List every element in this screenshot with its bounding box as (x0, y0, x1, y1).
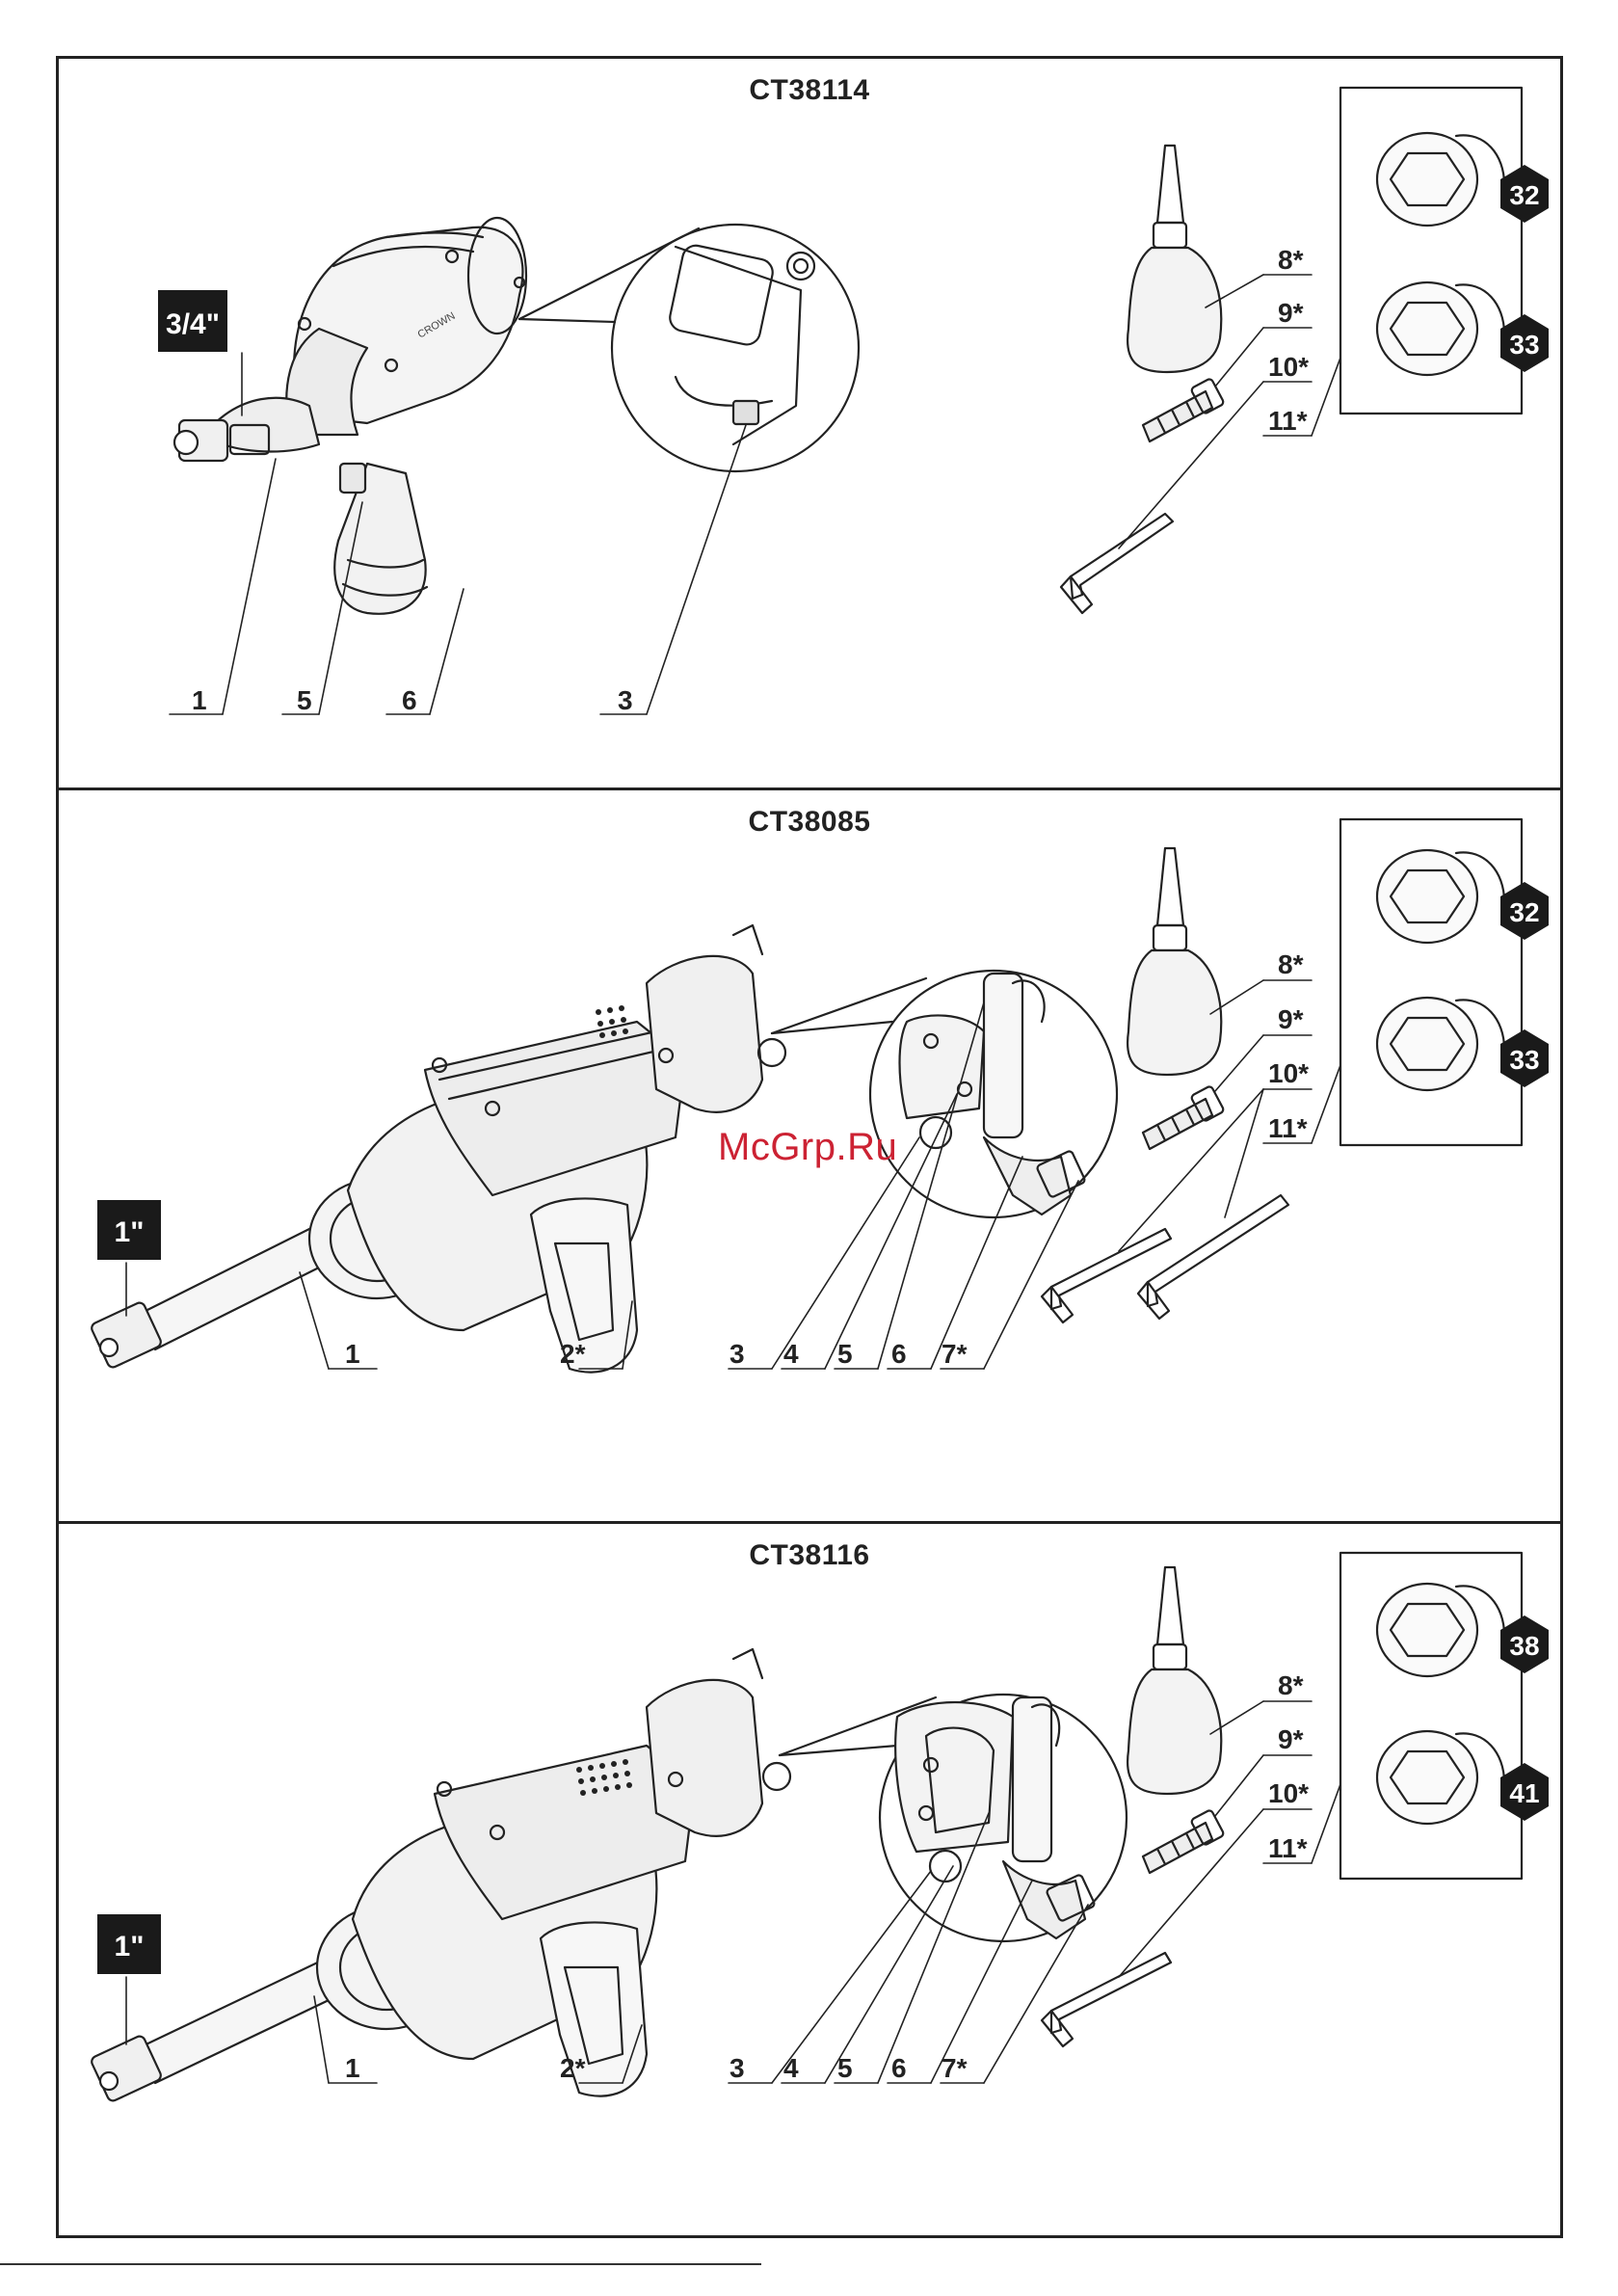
socket-size-label: 38 (1509, 1631, 1539, 1661)
callout-label: 4 (783, 1339, 799, 1369)
callout-label: 3 (729, 1339, 745, 1369)
accessory-label: 8* (1278, 949, 1304, 979)
panel-ct38116: CT38116 (59, 1524, 1560, 2235)
accessory-label: 9* (1278, 1724, 1304, 1754)
impact-socket-icon (1377, 850, 1504, 1090)
callout-label: 6 (891, 1339, 907, 1369)
callout-label: 6 (402, 685, 417, 715)
callout-label: 2* (560, 2053, 586, 2083)
callout-label: 5 (297, 685, 312, 715)
socket-size-label: 32 (1509, 897, 1539, 927)
impact-socket-icon (1377, 1584, 1504, 1824)
footer-rule (0, 2263, 761, 2265)
panel-ct38114: CT38114 (59, 59, 1560, 788)
callout-label: 3 (618, 685, 633, 715)
callout-label: 2* (560, 1339, 586, 1369)
callout-label: 5 (837, 2053, 853, 2083)
accessory-label: 11* (1268, 1113, 1308, 1143)
oil-bottle-icon (1127, 1567, 1221, 1794)
accessory-label: 9* (1278, 298, 1304, 328)
callout-label: 7* (942, 2053, 968, 2083)
drive-size-label: 1" (115, 1931, 145, 1962)
accessory-label: 10* (1268, 1058, 1309, 1088)
detail-zoom-circle-icon (780, 1695, 1127, 1941)
impact-socket-icon (1377, 133, 1504, 375)
hex-key-icon (1061, 514, 1173, 613)
hex-key-icon (1042, 1195, 1288, 1322)
accessory-label: 9* (1278, 1004, 1304, 1034)
impact-wrench-icon (174, 218, 526, 614)
detail-zoom-circle-icon (772, 971, 1117, 1217)
oil-bottle-icon (1127, 848, 1221, 1075)
air-fitting-icon (1143, 378, 1225, 441)
oil-bottle-icon (1127, 146, 1221, 372)
callout-label: 1 (345, 1339, 360, 1369)
socket-size-label: 41 (1509, 1778, 1539, 1808)
callout-label: 1 (192, 685, 207, 715)
impact-wrench-icon (90, 1649, 790, 2102)
accessory-label: 10* (1268, 1778, 1309, 1808)
drive-size-label: 1" (115, 1216, 145, 1248)
socket-size-label: 33 (1509, 1045, 1539, 1075)
accessory-label: 8* (1278, 245, 1304, 275)
socket-size-label: 32 (1509, 180, 1539, 210)
accessory-label: 11* (1268, 1833, 1308, 1863)
callout-label: 6 (891, 2053, 907, 2083)
callout-label: 5 (837, 1339, 853, 1369)
air-fitting-icon (1143, 1809, 1225, 1873)
callout-label: 4 (783, 2053, 799, 2083)
accessory-label: 11* (1268, 406, 1308, 436)
callout-label: 1 (345, 2053, 360, 2083)
impact-wrench-icon (90, 925, 785, 1373)
detail-zoom-circle-icon (519, 225, 859, 471)
callout-label: 7* (942, 1339, 968, 1369)
callout-label: 3 (729, 2053, 745, 2083)
air-fitting-icon (1143, 1085, 1225, 1149)
accessory-label: 8* (1278, 1670, 1304, 1700)
watermark: McGrp.Ru (718, 1126, 897, 1169)
socket-size-label: 33 (1509, 330, 1539, 360)
panel-drawing: 1" 38 41 1 2* 3 4 5 6 7* 8* 9* 10* 11* (59, 1524, 1560, 2235)
panel-drawing: 3/4" 32 33 1 5 6 3 8* 9* 10* 11* CROWN (59, 59, 1560, 788)
accessory-label: 10* (1268, 352, 1309, 382)
hex-key-icon (1042, 1953, 1171, 2046)
drive-size-label: 3/4" (166, 308, 220, 340)
